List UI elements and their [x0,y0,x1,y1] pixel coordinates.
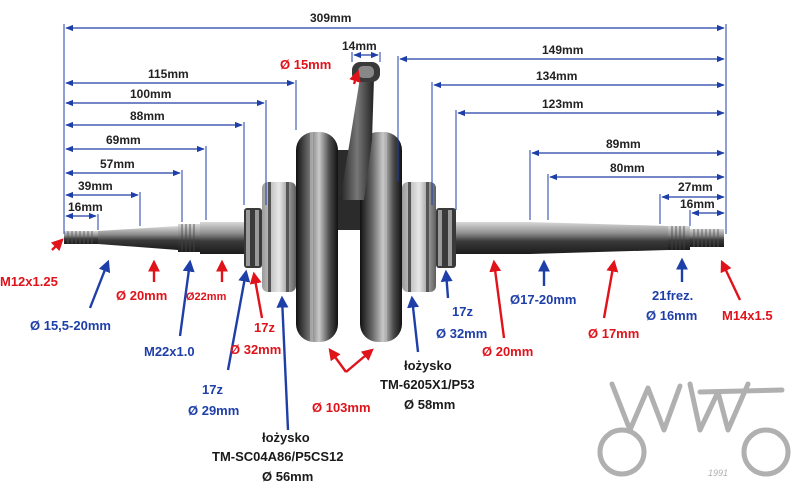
dim-123: 123mm [542,97,583,111]
dim-309: 309mm [310,11,351,25]
label-bearing-right-model: TM-6205X1/P53 [380,377,475,392]
label-bearing-right-title: łożysko [404,358,452,373]
label-dia-17-20: Ø17-20mm [510,292,576,307]
label-bearing-left-dia: Ø 56mm [262,469,313,484]
right-flywheel [360,132,402,342]
label-thread-right: M14x1.5 [722,308,773,323]
label-sprocket-right-teeth: 17z [452,304,473,319]
label-dia-17: Ø 17mm [588,326,639,341]
dim-149: 149mm [542,43,583,57]
dim-27: 27mm [678,180,713,194]
dim-14: 14mm [342,39,377,53]
left-flywheel [296,132,338,342]
label-sprocket-inner-dia: Ø 32mm [230,342,281,357]
dim-134: 134mm [536,69,577,83]
label-sprocket-left-teeth: 17z [202,382,223,397]
label-dia-20-left: Ø 20mm [116,288,167,303]
label-pin-diameter: Ø 15mm [280,57,331,72]
right-spline [668,226,690,250]
left-thread [64,231,98,244]
label-sprocket-inner-teeth: 17z [254,320,275,335]
label-dia-20-right: Ø 20mm [482,344,533,359]
label-bearing-left-title: łożysko [262,430,310,445]
label-spline-dia: Ø 16mm [646,308,697,323]
label-bearing-right-dia: Ø 58mm [404,397,455,412]
dim-39: 39mm [78,179,113,193]
dim-57: 57mm [100,157,135,171]
label-m22: M22x1.0 [144,344,195,359]
wilmat-logo-icon [597,381,791,477]
crankshaft-illustration [64,62,724,342]
dim-16-left: 16mm [68,200,103,214]
dim-69: 69mm [106,133,141,147]
dim-89: 89mm [606,137,641,151]
label-thread-left: M12x1.25 [0,274,58,289]
dim-88: 88mm [130,109,165,123]
dim-80: 80mm [610,161,645,175]
left-bearing [262,182,296,292]
right-taper [530,222,668,254]
connecting-rod [340,78,374,200]
label-spline: 21frez. [652,288,693,303]
label-sprocket-left-dia: Ø 29mm [188,403,239,418]
right-bearing [402,182,436,292]
dim-115: 115mm [148,67,189,81]
left-taper [98,226,178,250]
left-journal [200,222,244,254]
right-journal [456,222,530,254]
label-flywheel-dia: Ø 103mm [312,400,371,415]
label-dia-left-taper: Ø 15,5-20mm [30,318,111,333]
dim-16-right: 16mm [680,197,715,211]
label-bearing-left-model: TM-SC04A86/P5CS12 [212,449,344,464]
logo-year: 1991 [708,468,728,478]
left-m22-section [178,224,200,252]
label-sprocket-right-dia: Ø 32mm [436,326,487,341]
label-dia-22: Ø22mm [186,291,227,303]
dim-100: 100mm [130,87,171,101]
right-thread [690,229,724,247]
